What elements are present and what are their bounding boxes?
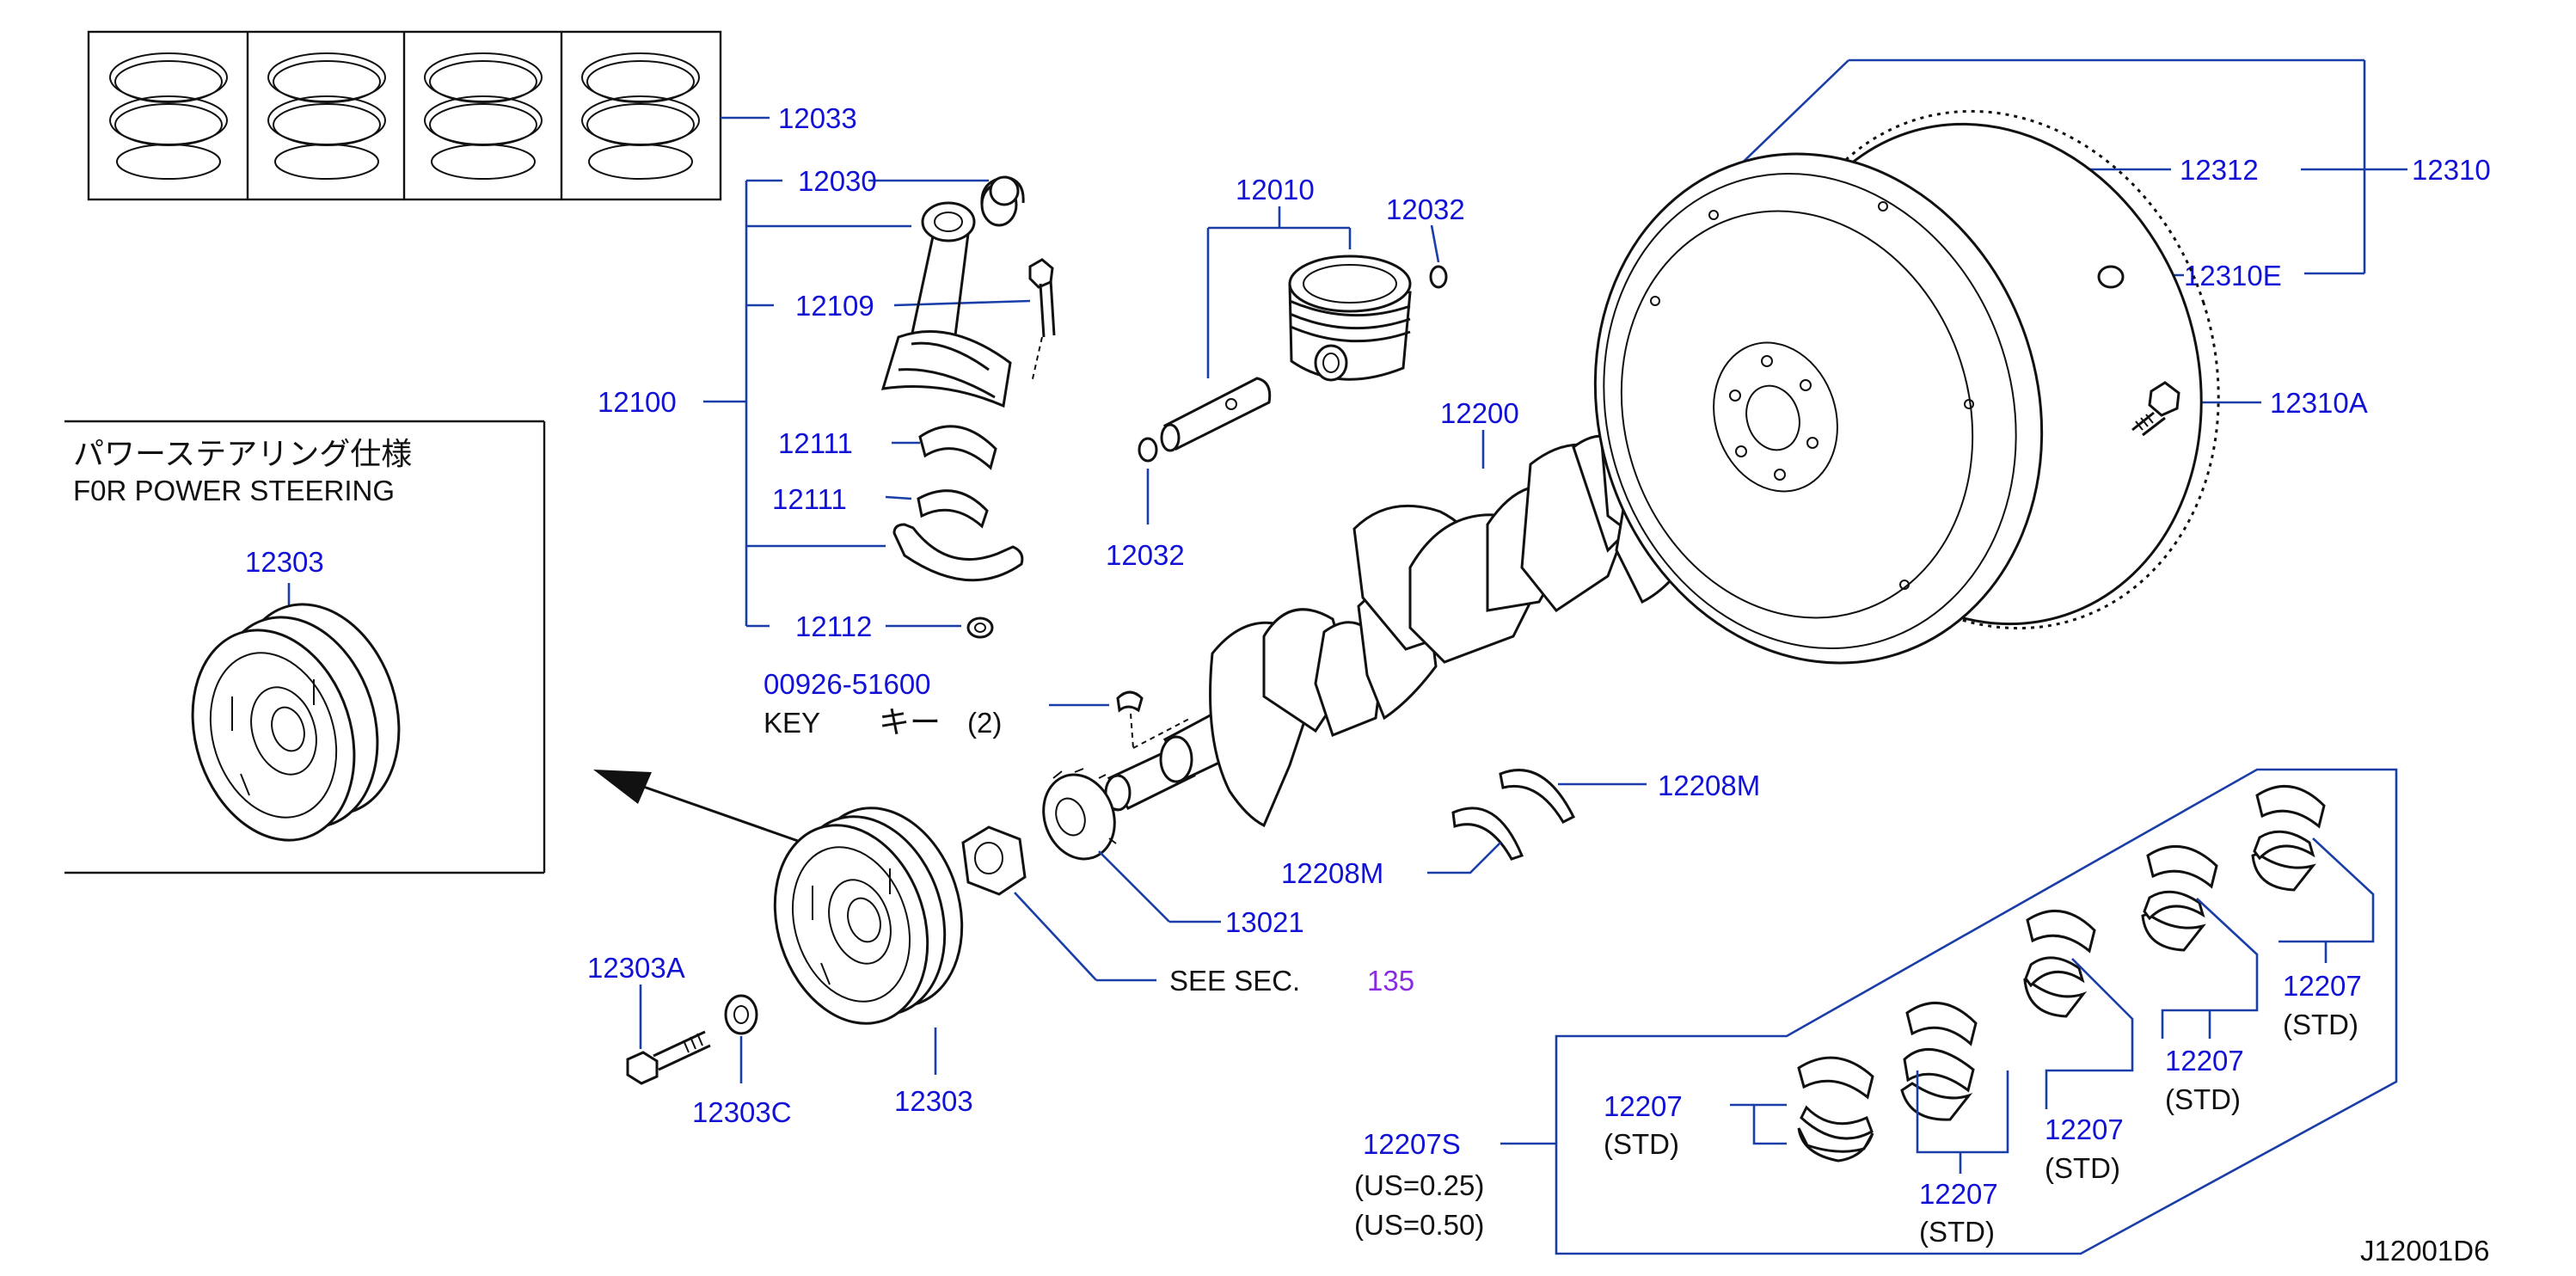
label-12207-2[interactable]: 12207 xyxy=(1919,1178,1998,1210)
label-std-2: (STD) xyxy=(1919,1216,1995,1248)
label-12033[interactable]: 12033 xyxy=(778,102,857,134)
label-12030[interactable]: 12030 xyxy=(798,165,877,197)
main-bearings-group: 12207S (US=0.25) (US=0.50) 12207 (STD) 1… xyxy=(1354,768,2398,1255)
snap-ring-top xyxy=(1429,265,1448,289)
label-key-jp: キー xyxy=(879,705,941,740)
label-12303[interactable]: 12303 xyxy=(894,1085,973,1117)
crank-spacer xyxy=(961,825,1027,896)
label-std-5: (STD) xyxy=(2283,1009,2358,1040)
conrod-bush xyxy=(980,175,1025,227)
woodruff-key xyxy=(1116,690,1144,713)
ring-set-1 xyxy=(109,52,228,180)
label-12109[interactable]: 12109 xyxy=(795,290,874,322)
conrod-nut xyxy=(966,617,994,639)
main-bearing-pair-2 xyxy=(1900,1001,1978,1121)
inset-label-12303[interactable]: 12303 xyxy=(245,546,324,578)
ring-set-4 xyxy=(581,52,700,180)
key-group: 00926-51600 KEY キー (2) xyxy=(764,668,1192,749)
label-us-050: (US=0.50) xyxy=(1354,1209,1484,1241)
label-12207S[interactable]: 12207S xyxy=(1363,1128,1461,1160)
label-13021[interactable]: 13021 xyxy=(1225,906,1304,938)
crank-sprocket xyxy=(1042,768,1122,861)
label-12010[interactable]: 12010 xyxy=(1236,174,1315,206)
label-key-qty: (2) xyxy=(967,707,1002,739)
label-12310E[interactable]: 12310E xyxy=(2184,260,2282,291)
piston xyxy=(1288,255,1412,382)
pulley-bolt xyxy=(626,1030,711,1085)
label-12310A[interactable]: 12310A xyxy=(2270,387,2368,419)
label-12100[interactable]: 12100 xyxy=(598,386,677,418)
piston-rings-group: 12033 xyxy=(87,30,857,201)
label-std-4: (STD) xyxy=(2165,1083,2241,1115)
label-12207-1[interactable]: 12207 xyxy=(1604,1090,1683,1122)
main-bearing-pair-3 xyxy=(2023,909,2096,1018)
label-12207-4[interactable]: 12207 xyxy=(2165,1045,2244,1077)
flywheel xyxy=(1593,109,2220,665)
pulley-washer xyxy=(724,994,758,1035)
label-12111-lower[interactable]: 12111 xyxy=(772,483,847,515)
inset-title-jp: パワーステアリング仕様 xyxy=(73,437,412,472)
main-bearing-pair-4 xyxy=(2141,844,2218,952)
front-parts: 13021 SEE SEC. 135 12303 12303A xyxy=(587,768,1414,1128)
label-12208M-lower[interactable]: 12208M xyxy=(1281,857,1383,889)
arrow-head xyxy=(593,770,652,804)
power-steering-inset: パワーステアリング仕様 F0R POWER STEERING 12303 xyxy=(64,420,546,874)
snap-ring-bottom xyxy=(1138,437,1158,463)
bearing-upper xyxy=(918,425,997,470)
label-12112[interactable]: 12112 xyxy=(795,610,872,642)
crank-pulley xyxy=(773,807,964,1025)
label-see-sec: SEE SEC. xyxy=(1169,965,1300,997)
conrod-bolt xyxy=(1028,258,1056,383)
conrod xyxy=(880,201,1012,408)
conrod-group: 12030 12109 12100 12111 12111 12112 xyxy=(598,165,1056,642)
ring-set-3 xyxy=(424,52,543,180)
label-12207-3[interactable]: 12207 xyxy=(2045,1113,2124,1145)
label-12310[interactable]: 12310 xyxy=(2412,154,2491,186)
inset-pulley xyxy=(191,603,401,842)
thrust-washer-upper xyxy=(1499,769,1576,824)
thrust-washer-lower xyxy=(1451,807,1524,861)
thrust-washers: 12208M 12208M xyxy=(1281,769,1760,889)
flywheel-bolt xyxy=(2131,381,2180,437)
label-std-3: (STD) xyxy=(2045,1152,2120,1184)
flywheel-group: 12312 12310 12310E 12310A xyxy=(1593,58,2491,665)
label-12111-upper[interactable]: 12111 xyxy=(778,427,853,459)
label-12032-bottom[interactable]: 12032 xyxy=(1106,539,1185,571)
ring-set-2 xyxy=(267,52,386,180)
label-us-025: (US=0.25) xyxy=(1354,1169,1484,1201)
label-12208M-upper[interactable]: 12208M xyxy=(1658,770,1760,801)
dowel-pin xyxy=(2097,265,2125,289)
link-sec-135[interactable]: 135 xyxy=(1367,965,1414,997)
label-key: KEY xyxy=(764,707,820,739)
label-12312[interactable]: 12312 xyxy=(2180,154,2259,186)
conrod-cap xyxy=(892,523,1024,582)
inset-title-en: F0R POWER STEERING xyxy=(73,475,395,506)
main-bearing-pair-5 xyxy=(2251,784,2326,892)
piston-pin xyxy=(1160,377,1272,452)
label-12303C[interactable]: 12303C xyxy=(692,1096,792,1128)
label-12207-5[interactable]: 12207 xyxy=(2283,970,2362,1002)
bearing-lower xyxy=(917,489,989,529)
label-std-1: (STD) xyxy=(1604,1128,1679,1160)
piston-group: 12010 12032 12032 xyxy=(1106,174,1465,571)
label-00926-51600[interactable]: 00926-51600 xyxy=(764,668,931,700)
diagram-id: J12001D6 xyxy=(2360,1235,2489,1267)
label-12303A[interactable]: 12303A xyxy=(587,952,685,984)
main-bearing-pair-1 xyxy=(1797,1056,1874,1163)
label-12032-top[interactable]: 12032 xyxy=(1386,193,1465,225)
label-12200[interactable]: 12200 xyxy=(1440,397,1519,429)
